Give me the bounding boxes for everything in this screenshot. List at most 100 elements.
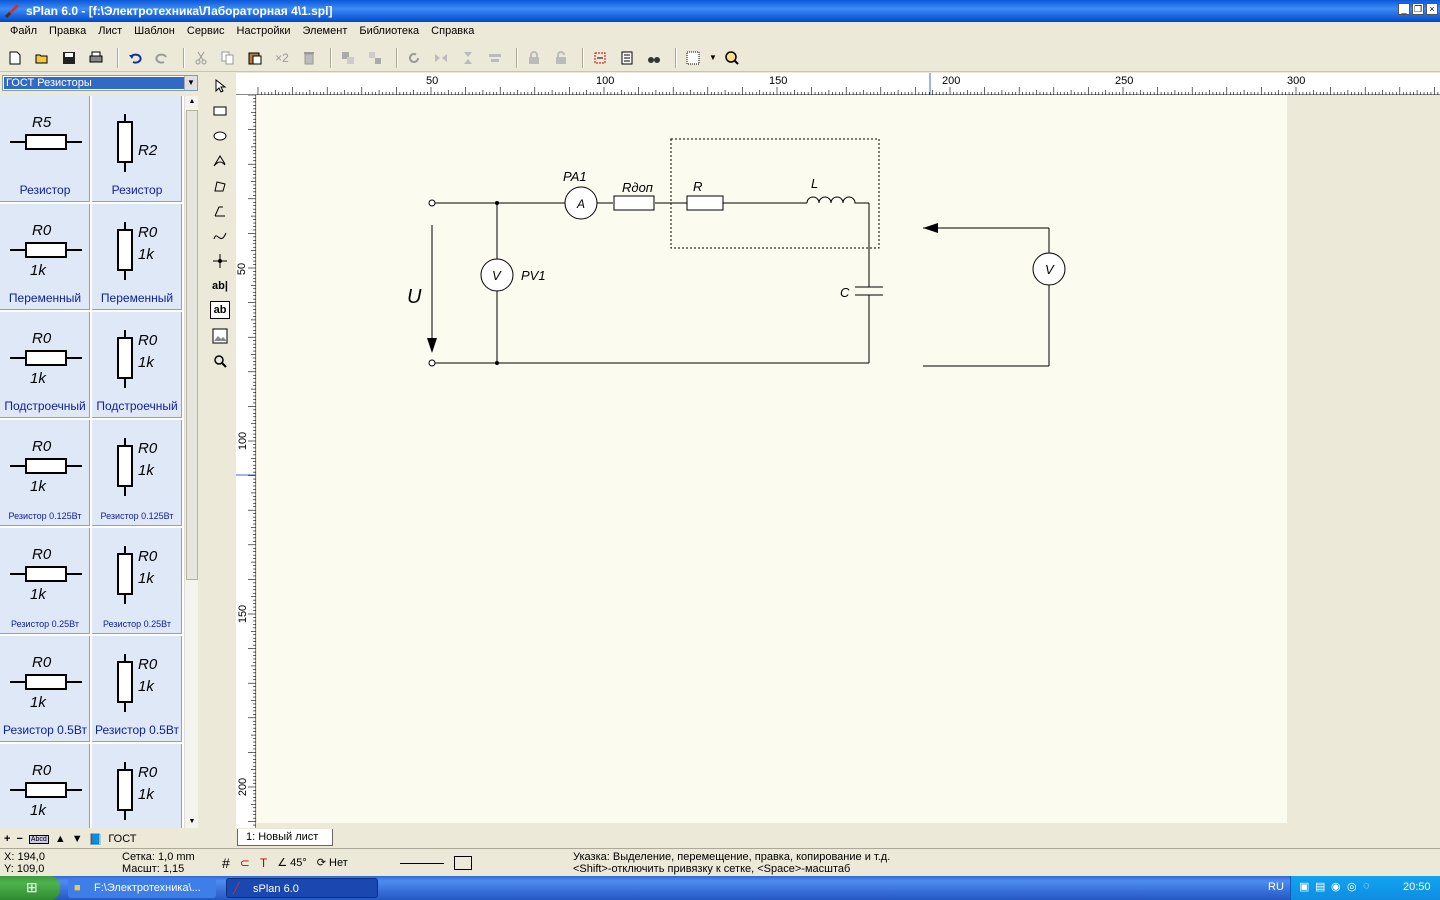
angle-toggle[interactable]: ∠ 45° [277,857,307,869]
menu-edit[interactable]: Правка [49,25,87,37]
find-button[interactable] [643,47,665,69]
menu-help[interactable]: Справка [431,25,475,37]
open-button[interactable] [31,47,53,69]
node-tool[interactable] [210,251,230,271]
fill-style-preview[interactable] [454,856,472,870]
remove-icon[interactable]: − [16,833,23,845]
terminal-bottom[interactable] [428,359,436,367]
group-button[interactable] [337,47,359,69]
scroll-up-icon[interactable]: ▲ [188,98,196,105]
parts-list-button[interactable] [616,47,638,69]
save-button[interactable] [58,47,80,69]
terminal-top[interactable] [428,199,436,207]
polygon-tool[interactable] [210,176,230,196]
library-select[interactable]: ГОСТ Резисторы ▼ [2,75,198,91]
duplicate-button[interactable]: ×2 [271,47,293,69]
add-icon[interactable]: + [4,833,11,845]
grid-button[interactable] [682,47,704,69]
menu-service[interactable]: Сервис [186,25,225,37]
hammer-icon[interactable]: T [259,856,268,870]
rotation-toggle[interactable]: ⟳ Нет [316,857,348,869]
taskbar-item-splan[interactable]: ╱ sPlan 6.0 [226,878,378,898]
arc-tool[interactable] [210,151,230,171]
mirror-h-button[interactable] [430,47,452,69]
inductor-l[interactable] [806,196,861,204]
ungroup-button[interactable] [364,47,386,69]
menu-template[interactable]: Шаблон [134,25,175,37]
tray-monitor-icon[interactable]: ▤ [1315,881,1326,893]
restore-button[interactable]: ❐ [1412,3,1424,15]
clock[interactable]: 20:50 [1403,881,1431,893]
mirror-v-button[interactable] [457,47,479,69]
tray-volume-icon[interactable]: ◎ [1347,881,1357,893]
resistor-r[interactable] [686,195,724,211]
align-button[interactable] [484,47,506,69]
redo-button[interactable] [151,47,173,69]
pointer-tool[interactable] [210,76,230,96]
minimize-button[interactable]: _ [1398,3,1410,15]
ellipse-tool[interactable] [210,126,230,146]
close-button[interactable]: × [1426,3,1438,15]
export-button[interactable] [589,47,611,69]
text-tool[interactable]: ab| [212,280,228,292]
line-tool[interactable] [210,201,230,221]
chevron-down-icon[interactable]: ▼ [184,76,197,90]
move-down-icon[interactable]: ▼ [71,833,83,845]
drawing-sheet[interactable]: U PA1 A Rдоп R L C V PV1 V [257,95,1287,823]
selection-frame[interactable] [670,138,880,249]
resistor-rdop[interactable] [613,195,655,211]
print-button[interactable] [85,47,107,69]
tray-sync-icon[interactable]: ◌ [1363,880,1370,892]
copy-button[interactable] [217,47,239,69]
lock-button[interactable] [523,47,545,69]
rotate-button[interactable] [403,47,425,69]
sheet-tab-1[interactable]: 1: Новый лист [237,829,333,846]
magnifier-tool[interactable] [210,351,230,371]
menu-library[interactable]: Библиотека [359,25,420,37]
new-button[interactable] [4,47,26,69]
cut-button[interactable] [190,47,212,69]
line-style-preview[interactable] [400,862,444,864]
rectangle-tool[interactable] [210,101,230,121]
library-group-label[interactable]: ГОСТ [108,833,137,845]
library-scrollbar[interactable]: ▲ ▼ [184,96,198,828]
textframe-tool[interactable]: ab [210,301,230,319]
menu-sheet[interactable]: Лист [98,25,123,37]
image-tool[interactable] [210,326,230,346]
magnet-icon[interactable]: ⊂ [239,856,250,870]
paste-button[interactable] [244,47,266,69]
voltmeter-pv1[interactable] [480,258,514,292]
tray-network-icon[interactable]: ▣ [1299,881,1310,893]
scroll-down-icon[interactable]: ▼ [188,818,196,825]
menu-element[interactable]: Элемент [302,25,348,37]
grid-dropdown[interactable]: ▼ [709,47,717,69]
delete-button[interactable] [298,47,320,69]
drawing-canvas[interactable]: U PA1 A Rдоп R L C V PV1 V [257,95,1440,828]
menu-file[interactable]: Файл [10,25,38,37]
abcd-toggle[interactable]: Abcd [28,834,49,844]
start-button[interactable]: ⊞ [0,876,60,900]
menu-settings[interactable]: Настройки [236,25,291,37]
language-indicator[interactable]: RU [1268,881,1284,893]
move-up-icon[interactable]: ▲ [54,833,66,845]
tray-update-icon[interactable]: ◉ [1331,881,1341,893]
grid-snap-icon[interactable]: # [222,855,230,871]
undo-button[interactable] [124,47,146,69]
zoom-button[interactable] [721,47,743,69]
ammeter-pa1[interactable] [564,186,598,220]
unlock-button[interactable] [550,47,572,69]
bezier-tool[interactable] [210,226,230,246]
